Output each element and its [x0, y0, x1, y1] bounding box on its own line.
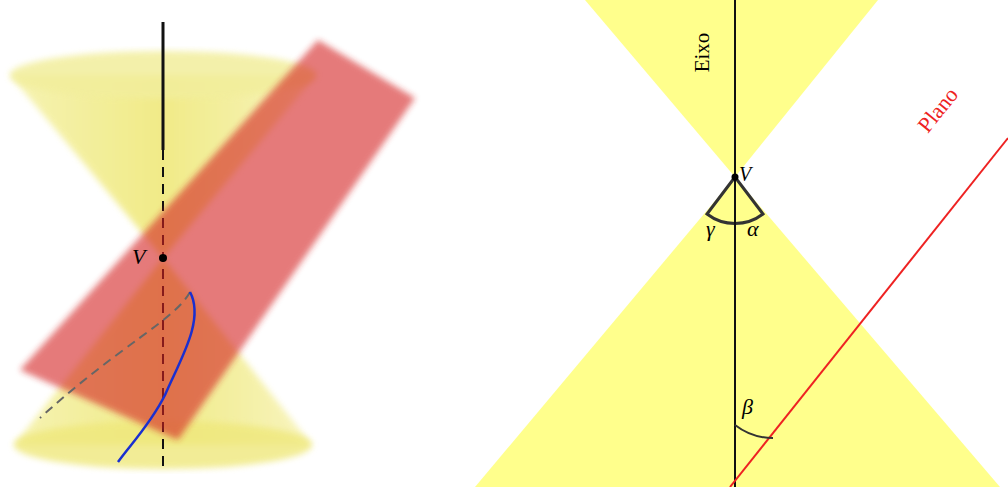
hidden-curve — [40, 292, 190, 418]
cutting-plane — [20, 40, 415, 440]
vertex-label: V — [739, 164, 751, 184]
cone-section — [475, 0, 1000, 487]
angle-label: α — [747, 218, 759, 240]
plane-line — [730, 138, 1008, 487]
beta-arc — [735, 425, 773, 438]
axis-line — [162, 22, 165, 150]
parabola-curve — [118, 292, 195, 462]
axis-label: Eixo — [692, 32, 713, 72]
vertex-dot — [159, 254, 167, 262]
vertex-dot — [732, 174, 739, 181]
vertex-label: V — [132, 246, 145, 268]
angle-label: γ — [706, 218, 715, 240]
angle-label: β — [742, 396, 753, 418]
axis-line — [734, 0, 736, 487]
plane-label: Plano — [914, 84, 963, 137]
